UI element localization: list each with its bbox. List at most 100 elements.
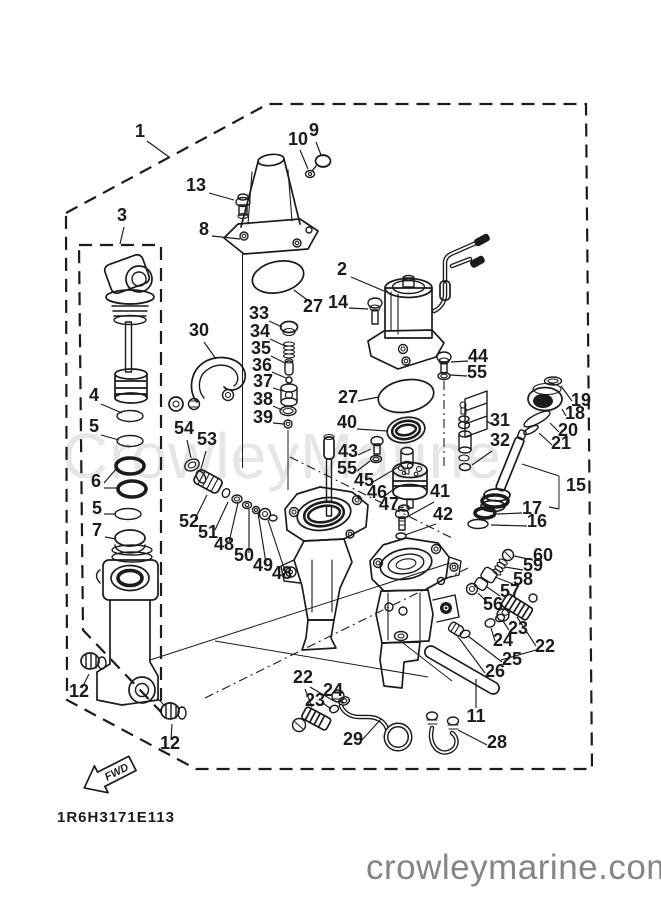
washer-10 [304,169,316,179]
part-label-53: 53 [197,429,217,449]
leader-line [372,465,401,483]
part-label-48: 48 [214,534,234,554]
leader-line [449,374,468,377]
seal-ring [114,456,146,476]
trim-rod-15 [495,436,525,492]
part-label-28: 28 [487,732,507,752]
part-label-22: 22 [535,636,555,656]
leader-line [309,686,335,702]
leader-line [267,519,286,572]
part-label-40: 40 [337,412,357,432]
part-label-59: 59 [523,555,543,575]
bolt-14 [367,297,383,325]
part-label-47: 47 [379,494,399,514]
gear-pump-group [323,351,452,540]
drawing-number: 1R6H3171E113 [57,809,175,826]
wire-terminal [474,233,490,247]
leader-line [357,448,372,456]
leader-line [338,698,345,704]
washer-55c [437,371,451,381]
part-label-25: 25 [502,649,522,669]
ring-24 [484,618,496,628]
leader-line [455,633,486,674]
leader-line [211,235,241,240]
mount-eye [128,676,156,704]
part-label-9: 9 [309,120,319,140]
leader-line [490,524,528,527]
leader-line [272,387,284,392]
leader-line [257,512,267,564]
leader-line [450,360,469,363]
hose-28 [425,711,460,755]
part-label-46: 46 [367,482,387,502]
part-label-16: 16 [527,511,547,531]
leader-line [270,355,286,364]
part-label-49: 49 [253,555,273,575]
valve-31-32-group [457,390,488,472]
motor-shaft-cap [402,274,415,282]
leader-line [477,592,488,603]
part-label-8: 8 [199,219,209,239]
leader-line [348,307,369,310]
tilt-piston-rod-assembly [103,253,155,554]
part-label-57: 57 [500,581,520,601]
leader-line [271,371,287,379]
leader-line [228,502,239,543]
bolt-44 [436,351,452,374]
part-label-39: 39 [253,407,273,427]
leader-line [516,616,537,647]
leader-line [104,536,117,540]
leader-line [357,396,380,402]
part-label-50: 50 [234,545,254,565]
leader-line [513,555,534,561]
leader-line [100,434,120,441]
screw-60 [501,548,515,562]
part-label-43: 43 [338,441,358,461]
trim-motor [367,233,490,370]
leader-line [81,673,90,689]
part-label-19: 19 [571,390,591,410]
leader-line [502,620,510,631]
leader-line [404,523,437,536]
washer [114,507,142,521]
part-label-27: 27 [338,387,358,407]
part-label-37: 37 [253,371,273,391]
seal-ring [116,479,148,499]
leader-line [361,718,382,741]
seal-17 [473,506,497,520]
part-label-27: 27 [303,296,323,316]
part-label-44: 44 [468,346,488,366]
part-label-58: 58 [513,569,533,589]
motor-base-flange [367,329,445,370]
valve-piston-58 [480,566,498,584]
leader-line [293,289,311,303]
leader-line [406,501,435,518]
part-label-42: 42 [433,504,453,524]
leader-line [194,494,208,520]
leader-line [170,723,173,741]
part-label-17: 17 [522,498,542,518]
leader-line [272,405,283,411]
part-label-24: 24 [493,630,513,650]
leader-line [186,439,192,459]
reservoir-tank [223,153,332,255]
leader-line [467,635,503,663]
leader-line [203,341,217,360]
part-label-21: 21 [551,433,571,453]
leader-line [548,506,560,510]
leader-line [561,408,567,417]
plug-screw-12b [160,702,187,720]
motor-wires [431,233,490,314]
leader-line [103,467,118,484]
hose-29 [331,689,413,752]
part-label-3: 3 [117,205,127,225]
part-label-10: 10 [288,129,308,149]
part-label-23: 23 [508,618,528,638]
part-label-38: 38 [253,389,273,409]
part-label-18: 18 [565,403,585,423]
leader-line [471,450,493,466]
site-brand: crowleymarine.com [366,848,661,887]
